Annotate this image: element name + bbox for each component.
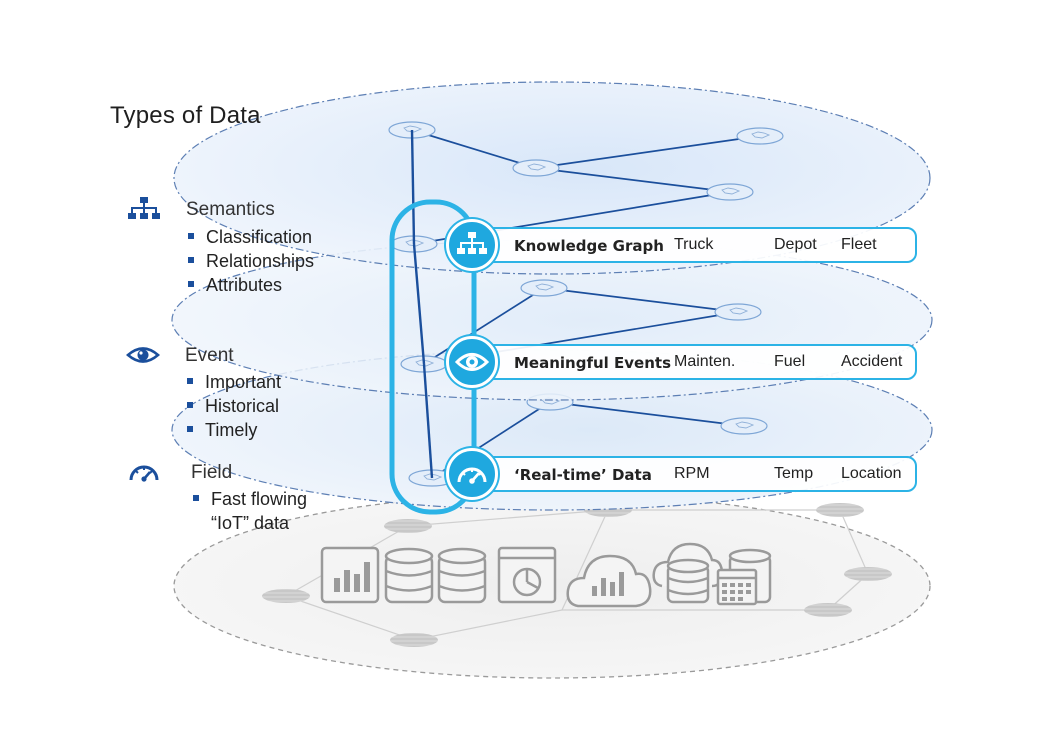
layer-item: Temp xyxy=(774,465,814,482)
database-icon xyxy=(384,547,434,604)
layer-item: Fuel xyxy=(774,353,806,370)
layer-title: ‘Real-time’ Data xyxy=(514,466,652,484)
category-bullets: Classification Relationships Attributes xyxy=(186,225,314,297)
vertical-connector xyxy=(410,129,434,479)
dashboard-window-icon xyxy=(497,546,557,604)
list-item: Classification xyxy=(186,225,314,249)
layer-item: RPM xyxy=(674,465,710,482)
category-label: Event xyxy=(185,345,234,366)
list-item: Timely xyxy=(185,418,281,442)
layer-item: Depot xyxy=(774,236,817,253)
category-bullets: Important Historical Timely xyxy=(185,370,281,442)
cloud-chart-icon xyxy=(566,554,652,608)
cloud-database-icon xyxy=(652,542,724,604)
list-item: Historical xyxy=(185,394,281,418)
layer-pill-knowledge-graph: Knowledge Graph Truck Depot Fleet xyxy=(472,227,917,263)
semantics-layer xyxy=(173,81,931,275)
category-label: Semantics xyxy=(186,199,275,220)
category-bullets: Fast flowing “IoT” data xyxy=(191,487,307,535)
calendar-database-icon xyxy=(716,548,772,606)
database-icon xyxy=(437,547,487,604)
layer-pill-real-time-data: ‘Real-time’ Data RPM Temp Location xyxy=(472,456,917,492)
layer-item: Location xyxy=(841,465,902,482)
layer-item: Accident xyxy=(841,353,903,370)
layer-title: Knowledge Graph xyxy=(514,237,664,255)
list-item: Relationships xyxy=(186,249,314,273)
eye-icon xyxy=(454,353,490,371)
list-item: Important xyxy=(185,370,281,394)
layer-item: Mainten. xyxy=(674,353,736,370)
list-item: Attributes xyxy=(186,273,314,297)
knowledge-graph-badge xyxy=(446,219,498,271)
layer-pill-meaningful-events: Meaningful Events Mainten. Fuel Accident xyxy=(472,344,917,380)
speedometer-icon xyxy=(457,467,487,484)
hierarchy-icon xyxy=(128,197,160,219)
events-badge xyxy=(446,336,498,388)
hierarchy-icon xyxy=(457,232,487,254)
eye-icon xyxy=(126,347,160,363)
layer-item: Truck xyxy=(674,236,714,253)
layer-item: Fleet xyxy=(841,236,877,253)
page-title: Types of Data xyxy=(110,102,261,129)
source-layer xyxy=(173,493,931,679)
category-label: Field xyxy=(191,462,233,483)
speedometer-icon xyxy=(129,465,159,482)
bar-chart-icon xyxy=(320,546,380,604)
list-item: Fast flowing xyxy=(191,487,307,511)
list-item: “IoT” data xyxy=(211,513,290,533)
layer-title: Meaningful Events xyxy=(514,354,672,372)
real-time-badge xyxy=(446,448,498,500)
